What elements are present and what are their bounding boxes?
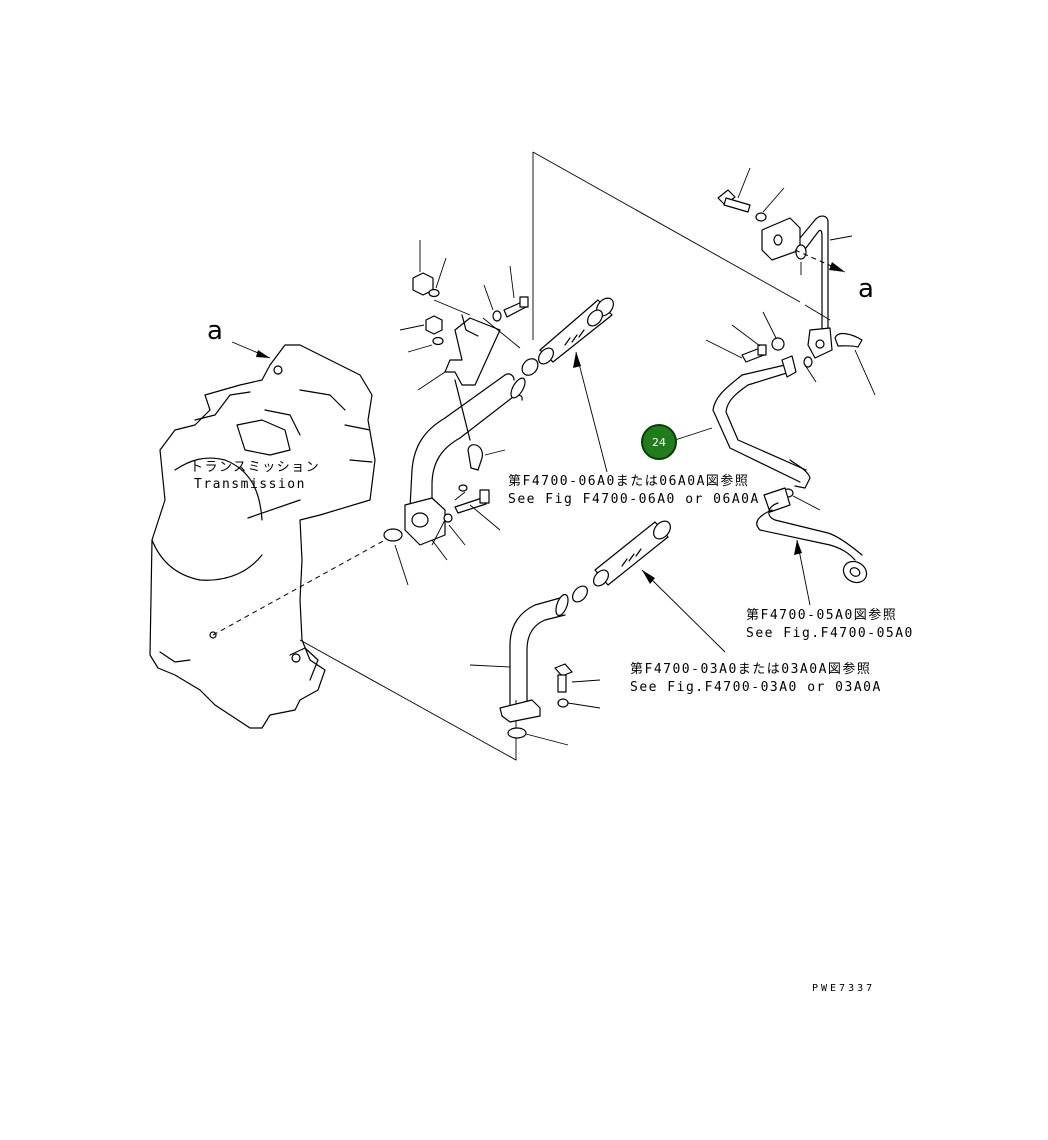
ref-06a0-arrow: [573, 351, 608, 473]
ref-05a0-jp: 第F4700-05A0図参照: [746, 608, 898, 623]
callout-badge-24[interactable]: 24: [641, 424, 677, 460]
transmission-label-jp: トランスミッション: [190, 460, 321, 475]
ref-03a0-jp: 第F4700-03A0または03A0A図参照: [630, 662, 872, 677]
lower-right-hose: [756, 487, 868, 606]
upper-right-tube: [761, 215, 876, 396]
view-letter-right: a: [858, 274, 874, 304]
lower-hose: [572, 520, 726, 653]
transmission-housing: [149, 344, 376, 729]
view-arrow-left: [231, 341, 271, 359]
upper-hose: [521, 297, 614, 376]
hose-24: [674, 311, 821, 511]
ref-05a0-en: See Fig.F4700-05A0: [746, 626, 914, 641]
transmission-label-en: Transmission: [194, 477, 306, 492]
dashed-link: [209, 528, 409, 639]
view-letter-left: a: [207, 316, 223, 346]
bracket-assembly: [399, 240, 529, 391]
lower-pipe: [469, 593, 601, 746]
drawing-id: PWE7337: [812, 983, 876, 994]
ref-06a0-jp: 第F4700-06A0または06A0A図参照: [508, 474, 750, 489]
upper-left-pipe: [404, 373, 526, 561]
upper-right-bolt: [717, 167, 785, 222]
ref-03a0-en: See Fig.F4700-03A0 or 03A0A: [630, 680, 882, 695]
ref-06a0-en: See Fig F4700-06A0 or 06A0A: [508, 492, 760, 507]
